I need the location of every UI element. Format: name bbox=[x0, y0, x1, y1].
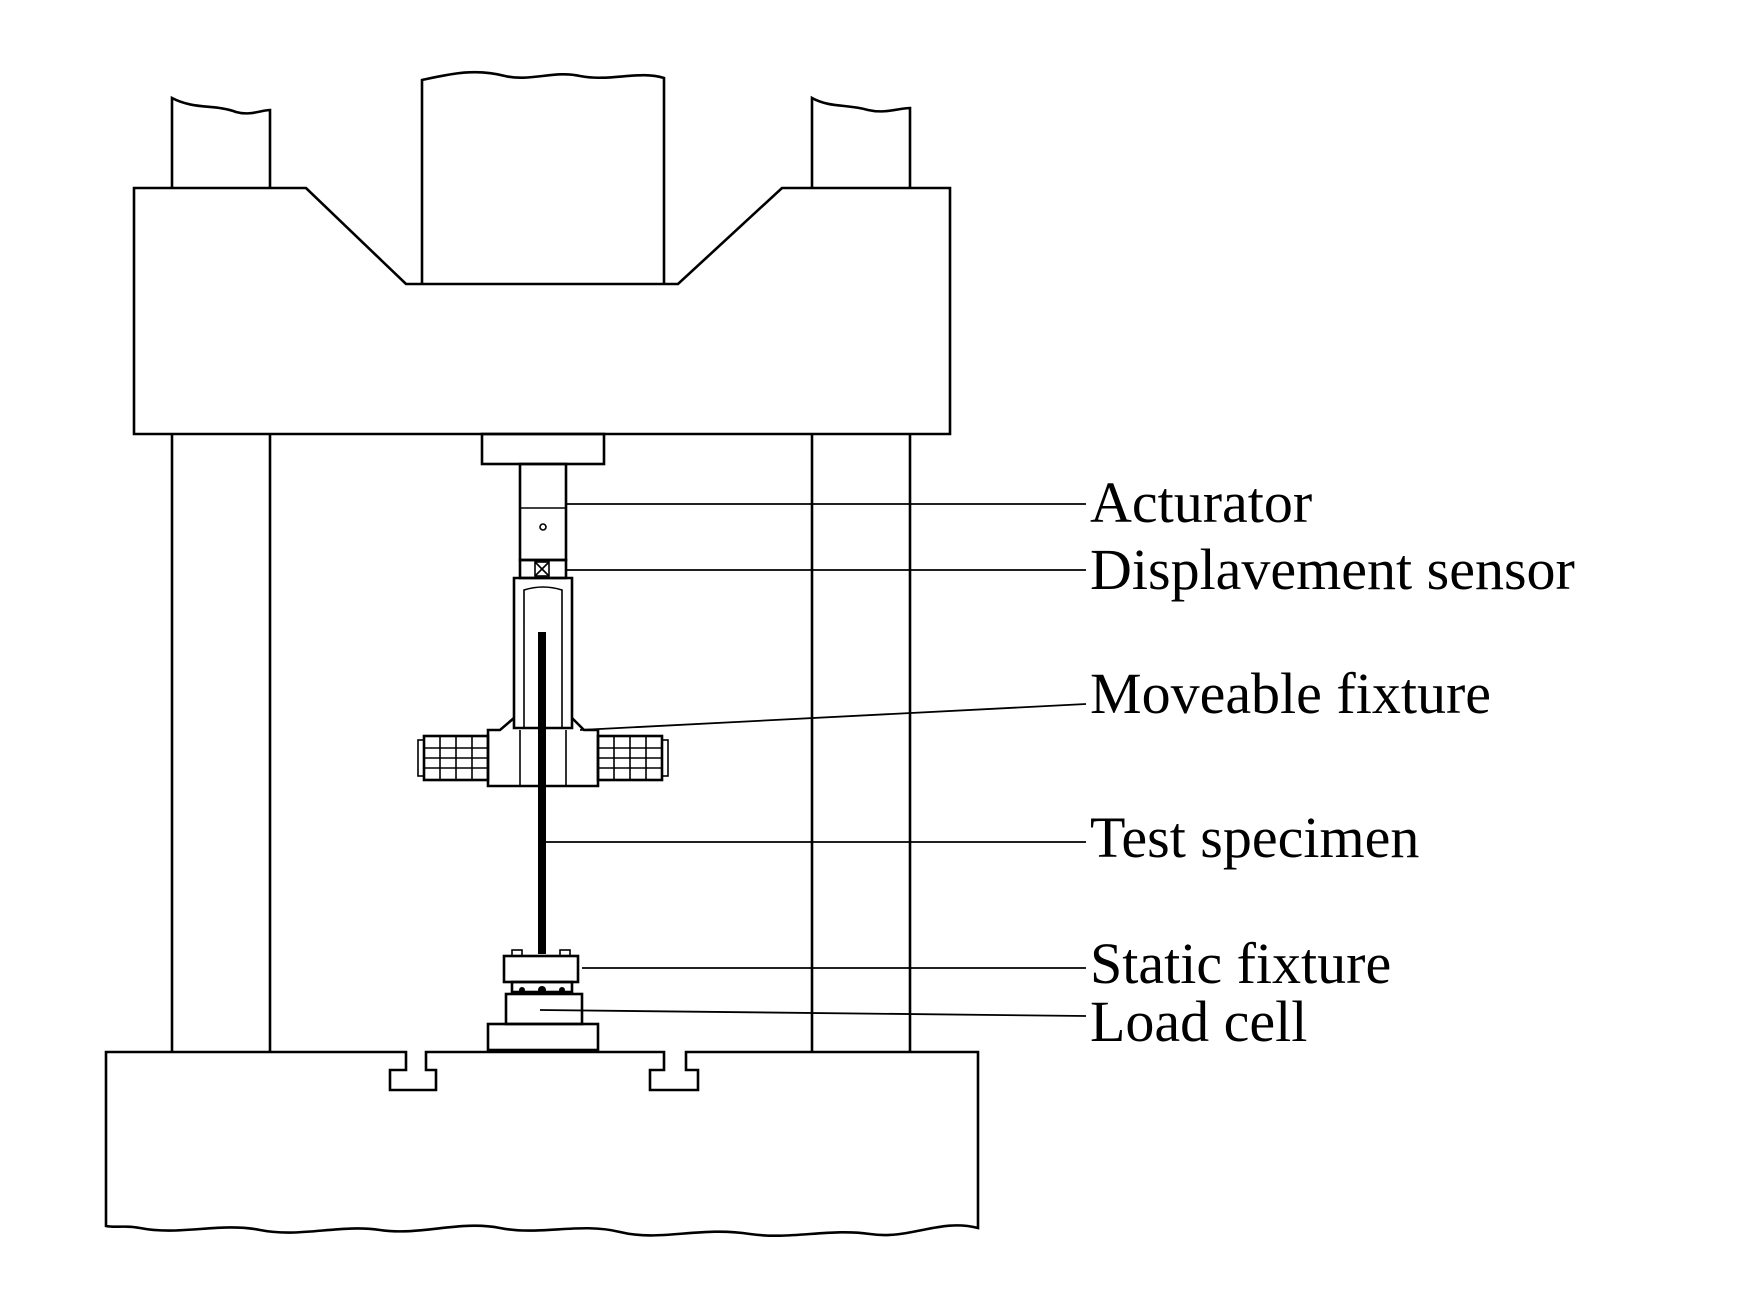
right-column-lower bbox=[810, 434, 912, 1052]
displacement-sensor bbox=[518, 558, 568, 580]
left-column-lower bbox=[170, 434, 272, 1052]
leader-moveable-fixture bbox=[579, 703, 1087, 731]
label-static-fixture: Static fixture bbox=[1090, 931, 1391, 996]
left-column-upper bbox=[170, 95, 272, 188]
actuator-mount bbox=[480, 432, 606, 466]
central-piston-column bbox=[420, 70, 666, 284]
label-test-specimen: Test specimen bbox=[1090, 805, 1419, 870]
test-specimen bbox=[538, 632, 546, 954]
base-table bbox=[104, 1050, 980, 1237]
labels: Acturator Displavement sensor Moveable f… bbox=[1090, 470, 1575, 1054]
load-cell bbox=[486, 992, 600, 1052]
upper-crosshead bbox=[132, 186, 952, 436]
right-column-upper bbox=[810, 95, 912, 188]
label-displacement-sensor: Displavement sensor bbox=[1090, 537, 1575, 602]
static-fixture bbox=[502, 949, 580, 994]
leader-load-cell bbox=[539, 1009, 1087, 1017]
leader-lines bbox=[539, 503, 1087, 1017]
label-moveable-fixture: Moveable fixture bbox=[1090, 661, 1491, 726]
label-actuator: Acturator bbox=[1090, 470, 1312, 535]
actuator-rod bbox=[518, 462, 568, 562]
label-load-cell: Load cell bbox=[1090, 989, 1307, 1054]
